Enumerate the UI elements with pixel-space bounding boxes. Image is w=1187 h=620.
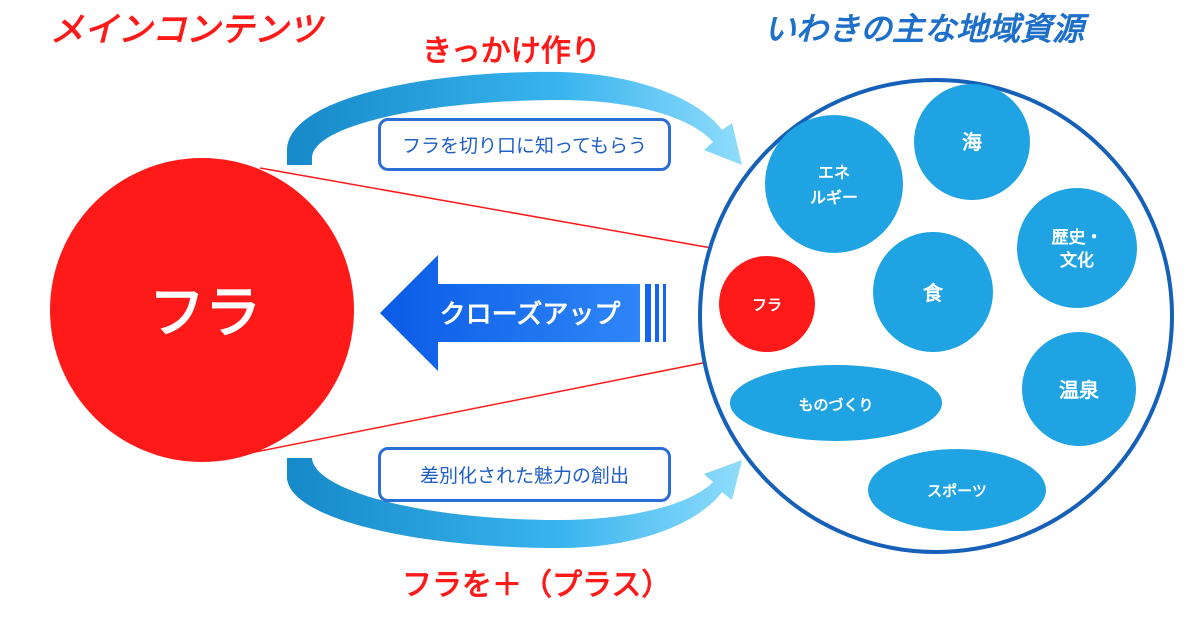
resource-hot-spring-label: 温泉 [1059,378,1100,402]
bottom-callout-text: 差別化された魅力の創出 [419,465,629,487]
resource-craft-bubble [730,365,942,441]
top-curved-arrow [287,71,742,165]
resource-craft-label: ものづくり [798,396,873,414]
bottom-curved-arrow [287,458,742,548]
hula-main-circle [50,158,354,462]
resource-energy-label-1: エネ [818,163,850,182]
closeup-label: クローズアップ [440,299,622,330]
hula-main-label: フラ [149,281,261,346]
top-callout-text: フラを切り口に知ってもらう [401,135,648,157]
hula-small-circle [719,256,815,352]
resource-sea-label: 海 [962,130,982,154]
resource-history-label-1: 歴史・ [1052,227,1103,248]
resources-heading: いわきの主な地域資源 [764,10,1085,48]
resource-food-label: 食 [923,281,944,305]
resource-energy-bubble [765,115,903,253]
resource-sports-bubble [868,449,1046,531]
resource-sea-bubble [914,84,1030,200]
resource-history-bubble [1017,188,1137,308]
connector-line-bottom [239,349,769,456]
hula-small-label: フラ [752,296,782,314]
resource-food-bubble [873,232,993,352]
resource-history-label-2: 文化 [1060,250,1094,271]
resource-energy-label-2: ルギー [810,188,858,207]
top-callout-box: フラを切り口に知ってもらう [378,118,671,171]
resource-hot-spring-bubble [1022,332,1136,446]
connector-line-top [259,167,769,259]
closeup-arrow [380,255,666,371]
top-arrow-label: きっかけ作り [422,34,601,69]
main-content-heading: メインコンテンツ [50,10,322,50]
bottom-callout-box: 差別化された魅力の創出 [378,447,671,502]
resource-sports-label: スポーツ [927,482,987,500]
bottom-arrow-label: フラを＋（プラス） [402,568,672,603]
